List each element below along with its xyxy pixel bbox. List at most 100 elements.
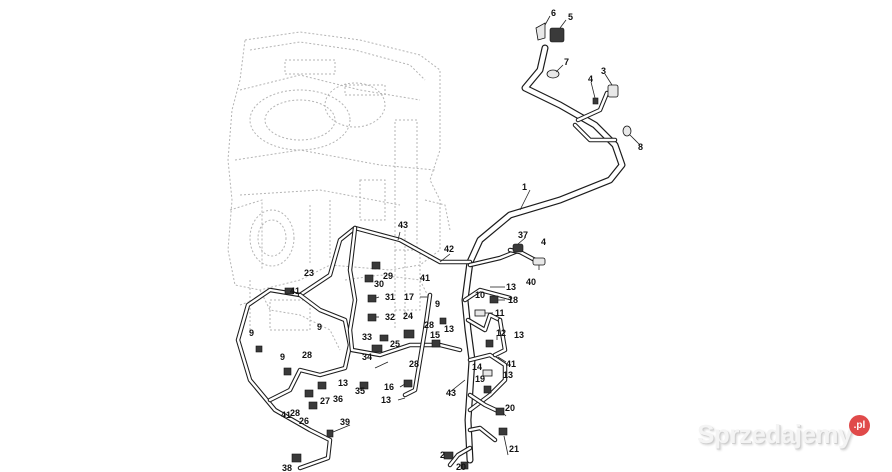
callout-5: 5: [568, 12, 573, 22]
callout-19: 19: [475, 374, 485, 384]
callout-18: 18: [508, 295, 518, 305]
callout-9: 9: [317, 322, 322, 332]
callout-20: 20: [456, 462, 466, 472]
clip-part-39: [326, 429, 334, 438]
callout-41: 41: [290, 286, 300, 296]
connector-part-25: [371, 344, 383, 353]
main-harness: [461, 44, 626, 464]
callout-28: 28: [409, 359, 419, 369]
callout-38: 38: [282, 463, 292, 472]
callout-11: 11: [495, 308, 505, 318]
callout-12: 12: [496, 328, 506, 338]
connector-part-9: [283, 367, 292, 376]
callout-27: 27: [320, 396, 330, 406]
connector-part-26: [308, 401, 318, 410]
watermark-text: Sprzedajemy: [697, 419, 852, 449]
callout-17: 17: [404, 292, 414, 302]
connector-part-37: [512, 243, 524, 253]
connector-part-30: [364, 274, 374, 283]
callout-9: 9: [435, 299, 440, 309]
sensor-part-8: [622, 125, 632, 137]
callout-43: 43: [398, 220, 408, 230]
callout-3: 3: [601, 66, 606, 76]
callout-40: 40: [526, 277, 536, 287]
callout-28: 28: [290, 408, 300, 418]
callout-13: 13: [503, 370, 513, 380]
connector-part-33: [379, 334, 389, 342]
connector-part-9c: [439, 317, 447, 325]
callout-28: 28: [424, 320, 434, 330]
callout-1: 1: [522, 182, 527, 192]
clip-part-23: [284, 287, 294, 295]
connector-part-24: [403, 329, 415, 339]
callout-31: 31: [385, 292, 395, 302]
connector-part-12: [485, 339, 494, 348]
connector-part-18: [489, 295, 499, 304]
callout-16: 16: [384, 382, 394, 392]
callout-41: 41: [281, 410, 291, 420]
connector-part-20b: [460, 461, 469, 470]
callout-6: 6: [551, 8, 556, 18]
callout-labels: 1 2 3 4 4 5 6 7 8 9 9 9 9 10 11 12 13 13…: [249, 8, 643, 472]
connector-part-14: [482, 369, 493, 377]
callout-9: 9: [280, 352, 285, 362]
connector-part-11: [474, 309, 486, 317]
callout-36: 36: [333, 394, 343, 404]
callout-7: 7: [564, 57, 569, 67]
connector-part-35: [359, 381, 369, 390]
connector-part-31: [367, 294, 377, 303]
connector-part-5: [549, 27, 565, 43]
callout-25: 25: [390, 339, 400, 349]
callout-9: 9: [249, 328, 254, 338]
callout-4: 4: [588, 74, 593, 84]
connector-part-29: [371, 261, 381, 270]
connector-part-2: [443, 451, 454, 460]
connector-part-32: [367, 313, 377, 322]
callout-41: 41: [506, 359, 516, 369]
callout-10: 10: [475, 290, 485, 300]
clip-part-4: [592, 97, 599, 105]
callout-33: 33: [362, 332, 372, 342]
callout-13: 13: [338, 378, 348, 388]
callout-35: 35: [355, 386, 365, 396]
connector-part-38: [291, 453, 302, 463]
callout-41: 41: [420, 273, 430, 283]
connector-part-3: [607, 84, 619, 98]
callout-15: 15: [430, 330, 440, 340]
watermark-logo: Sprzedajemy .pl: [697, 415, 870, 450]
callout-26: 26: [299, 416, 309, 426]
connector-part-19: [483, 385, 492, 394]
connector-part-16: [403, 379, 413, 388]
callout-34: 34: [362, 352, 372, 362]
callout-13: 13: [514, 330, 524, 340]
callout-4: 4: [541, 237, 546, 247]
callout-39: 39: [340, 417, 350, 427]
callout-14: 14: [472, 362, 482, 372]
clip-part-6: [535, 22, 546, 41]
leader-lines: [332, 15, 641, 456]
transmission-housing: [227, 31, 451, 351]
callout-28: 28: [302, 350, 312, 360]
callout-8: 8: [638, 142, 643, 152]
callout-13: 13: [506, 282, 516, 292]
callout-43: 43: [446, 388, 456, 398]
connector-part-20: [495, 407, 505, 416]
callout-13: 13: [381, 395, 391, 405]
callout-23: 23: [304, 268, 314, 278]
callout-37: 37: [518, 230, 528, 240]
callout-29: 29: [383, 271, 393, 281]
callout-21: 21: [509, 444, 519, 454]
watermark-badge: .pl: [849, 415, 870, 436]
callout-2: 2: [440, 450, 445, 460]
callout-24: 24: [403, 311, 413, 321]
connector-part-27: [304, 389, 314, 398]
connector-part-9b: [255, 345, 263, 353]
callout-13: 13: [444, 324, 454, 334]
callout-30: 30: [374, 279, 384, 289]
connector-part-40: [532, 257, 546, 266]
connector-part-15: [431, 339, 441, 348]
connector-part-36: [317, 381, 327, 390]
branch-harnesses: [235, 90, 618, 471]
